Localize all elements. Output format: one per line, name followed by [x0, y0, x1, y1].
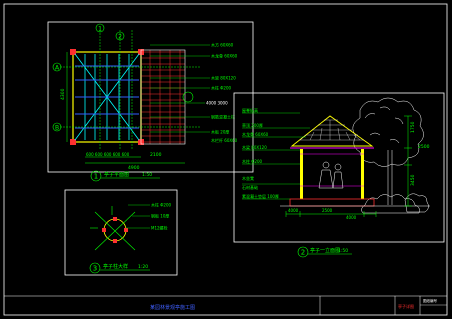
axis-label-a: A: [55, 65, 60, 72]
shrub-sketch: [361, 193, 429, 214]
plan-caption-scale: 1:50: [142, 172, 152, 178]
detail-leaders: [126, 204, 150, 229]
elevation-bottom-dims: [285, 211, 377, 217]
detail-column-circle: [103, 218, 127, 242]
pavilion-roof: [290, 115, 374, 149]
plan-caption-bubble: [90, 170, 102, 182]
plan-dimensions: [66, 52, 185, 164]
plan-note-7: 木栏杆 60X60: [211, 137, 238, 143]
elevation-frame: [233, 92, 445, 243]
plan-caption-num: 1: [94, 173, 98, 181]
plan-frame: [47, 21, 254, 173]
elev-dim-mid: 2500: [418, 144, 430, 150]
detail-plates: [102, 217, 128, 243]
detail-caption-num: 3: [93, 265, 97, 273]
pavilion-columns: [300, 149, 364, 199]
plan-view: 1 2 A B 600 600 600 600 600 2100 4900 43…: [47, 21, 254, 182]
pavilion-frame-lines: [300, 153, 364, 187]
plan-leaders: [150, 44, 210, 133]
elev-note-1: 草顶 200厚: [242, 122, 263, 128]
axis-label-2: 2: [118, 34, 122, 41]
detail-note-1: 木柱 Φ200: [151, 202, 172, 208]
plan-caption-text: 亭子平面图: [104, 171, 129, 178]
pavilion-base: [289, 198, 375, 207]
plan-dim-seq: 600 600 600 600 600: [86, 152, 130, 157]
plan-dim-total: 4900: [128, 165, 140, 171]
plan-note-3: 木梁 80X120: [211, 75, 236, 81]
plan-axis-bubbles: [52, 23, 194, 132]
sheet-border: [3, 3, 448, 316]
elev-caption-bubble: [297, 246, 309, 258]
plan-note-mid: 4000 3000: [206, 101, 228, 106]
elev-caption-text: 亭子一立面图: [310, 247, 340, 254]
detail-frame: [64, 189, 178, 276]
footer-sheet: 亭子详图: [398, 303, 414, 309]
plan-grid-lines: [60, 30, 200, 150]
column-detail-view: 木柱 Φ200 钢板 10厚 M12螺栓 3 亭子柱大样 1:20: [64, 189, 178, 276]
elevation-leaders: [242, 112, 310, 200]
detail-cross-lines: [90, 206, 136, 251]
plan-note-1: 木方 60X60: [211, 42, 234, 48]
plan-deck-hatch: [141, 50, 185, 144]
elev-note-3: 木梁 80X120: [242, 144, 267, 150]
plan-note-6: 木板 20厚: [211, 129, 229, 135]
elevation-right-dims: [404, 115, 412, 207]
plan-note-2: 木龙骨 60X60: [211, 53, 238, 59]
footer-block: 图纸编号: [423, 298, 437, 303]
elev-dim-bottom-b: 2500: [322, 208, 333, 213]
plan-dim-bottom: 2100: [150, 152, 162, 158]
title-block: 某园林景观亭施工图 亭子详图 图纸编号: [150, 296, 447, 315]
plan-beams: [75, 65, 139, 129]
elev-dim-bottom-a: 4000: [288, 208, 299, 213]
elev-dim-bottom-c: 4000: [346, 215, 357, 220]
detail-caption-scale: 1:20: [138, 264, 148, 270]
detail-caption-text: 亭子柱大样: [103, 263, 128, 270]
detail-caption-bubble: [89, 262, 101, 274]
elev-caption-scale: 1:50: [338, 248, 348, 254]
elev-note-6: 石材基础: [242, 184, 258, 190]
elev-dim-top: 1750: [410, 121, 416, 133]
plan-note-5: 钢筋混凝土柱: [211, 114, 235, 120]
elev-note-4: 木柱 Φ200: [242, 158, 263, 164]
people-figures: [318, 161, 344, 189]
elev-caption-num: 2: [301, 249, 305, 257]
detail-note-2: 钢板 10厚: [151, 213, 169, 219]
elev-dim-low: 3450: [410, 174, 416, 186]
plan-dim-left: 4300: [60, 88, 66, 100]
tree-sketch: [352, 97, 424, 205]
plan-note-4: 木柱 Φ200: [211, 85, 232, 91]
footer-project: 某园林景观亭施工图: [150, 304, 195, 311]
detail-note-3: M12螺栓: [151, 225, 168, 231]
elev-note-2: 木龙骨 60X60: [242, 131, 269, 137]
axis-label-b: B: [55, 125, 59, 132]
elev-note-top: 屋脊标高: [242, 107, 258, 113]
elev-note-5: 木坐凳: [242, 175, 254, 181]
elevation-view: 屋脊标高 草顶 200厚 木龙骨 60X60 木梁 80X120 木柱 Φ200…: [233, 92, 445, 258]
elev-note-7: 素混凝土垫层 100厚: [242, 193, 279, 199]
plan-deck-outline: [140, 49, 186, 145]
axis-label-1: 1: [98, 26, 102, 33]
